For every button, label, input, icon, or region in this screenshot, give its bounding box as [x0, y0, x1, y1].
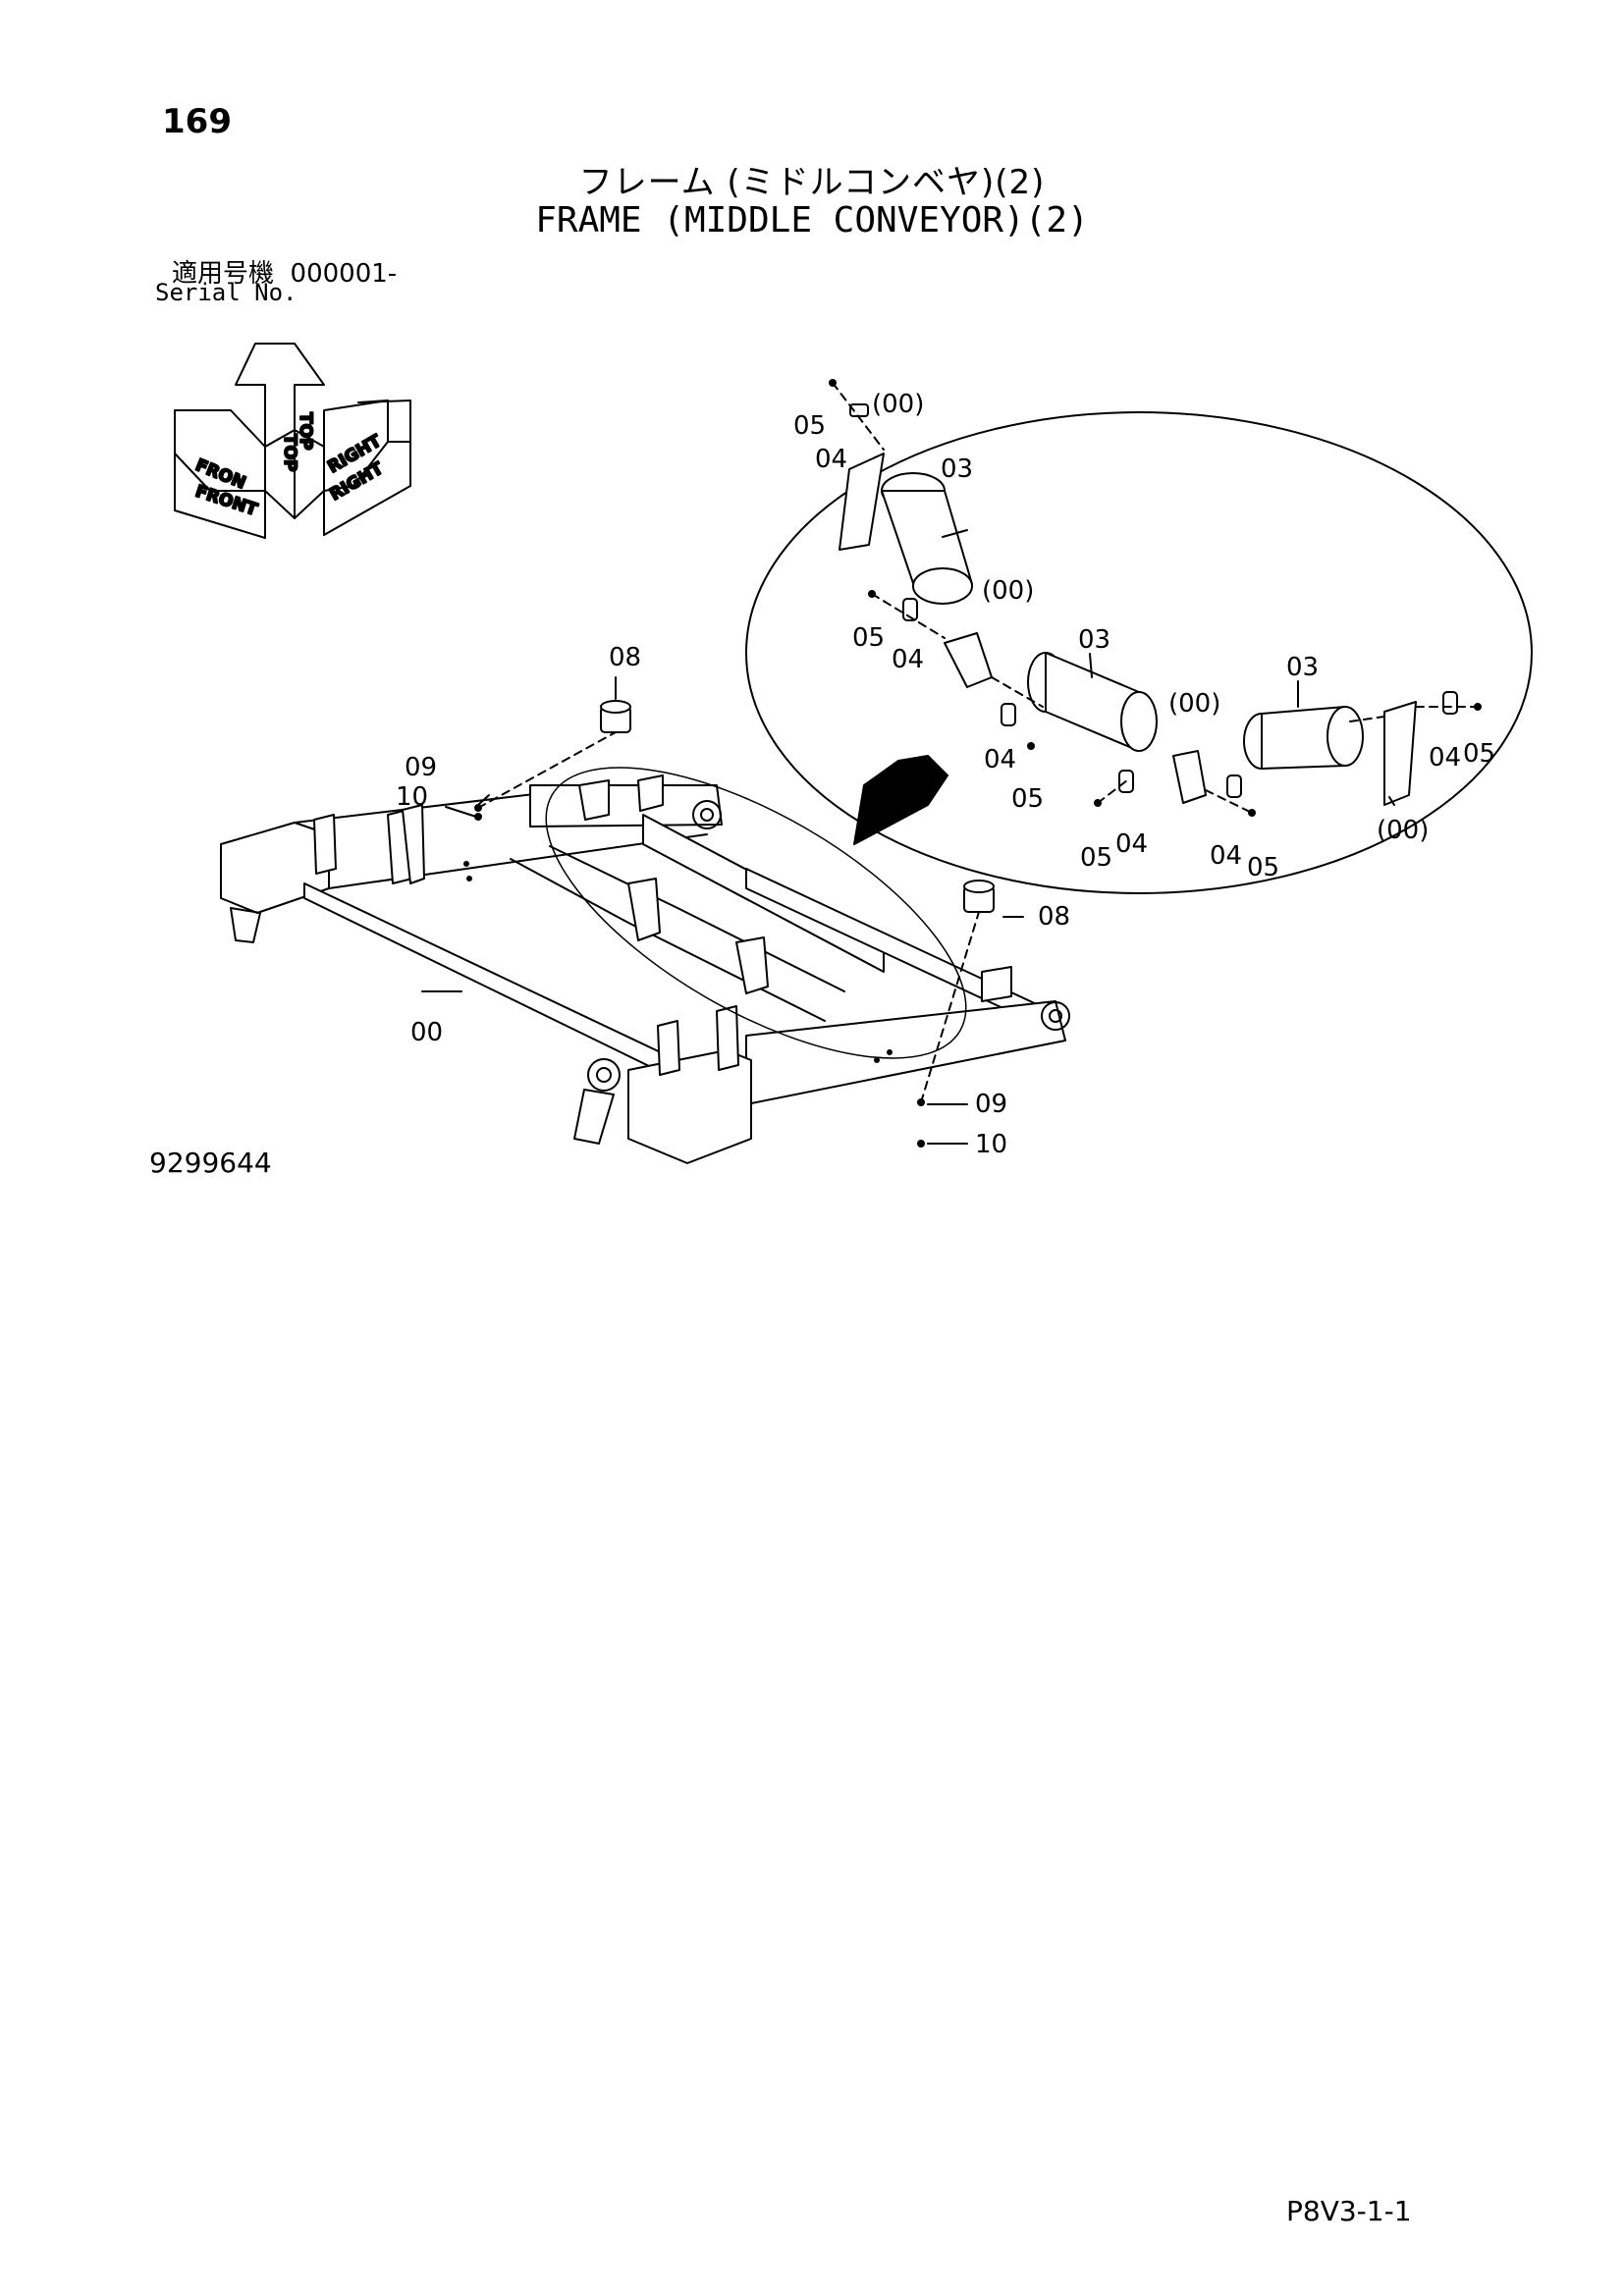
frame-callouts: 00 08 08 09 10 09 10 [396, 643, 1070, 1159]
callout-04-f: 04 [1210, 841, 1242, 871]
page-title: FRAME (MIDDLE CONVEYOR)(2) [535, 200, 1089, 240]
callout-05-a: 05 [793, 411, 826, 441]
callout-08-top: 08 [609, 643, 641, 672]
callout-04-e: 04 [1115, 829, 1148, 859]
serial-number-value: 000001- [290, 259, 398, 289]
callout-04-d: 04 [1429, 743, 1461, 773]
page-title-japanese: フレーム (ミドルコンベヤ)(2) [578, 163, 1046, 202]
callout-05-c: 05 [1011, 784, 1044, 814]
detail-callouts: 05 (00) 04 03 (00) 05 04 03 03 (00) 04 0… [793, 390, 1495, 882]
callout-00-c: (00) [1168, 689, 1220, 719]
callout-00-a: (00) [872, 390, 924, 419]
callout-03-a: 03 [941, 454, 973, 484]
callout-10-bottom: 10 [975, 1130, 1007, 1159]
serial-label: Serial No. [155, 279, 298, 306]
detail-view [745, 379, 1533, 894]
frame-assembly [220, 700, 1070, 1164]
callout-05-d: 05 [1463, 739, 1495, 769]
callout-00-main: 00 [410, 1018, 443, 1047]
callout-03-b: 03 [1078, 625, 1110, 655]
callout-05-b: 05 [852, 623, 885, 653]
callout-04-b: 04 [892, 645, 924, 674]
drawing-number: 9299644 [149, 1147, 272, 1179]
page-code: P8V3-1-1 [1286, 2195, 1412, 2227]
orientation-top-lower-label: TOP [280, 434, 299, 472]
detail-leader-lines [832, 382, 1479, 814]
frame-callout-leaders [421, 676, 1024, 1145]
callout-04-a: 04 [815, 445, 847, 474]
callout-08-right: 08 [1038, 902, 1070, 932]
callout-05-e: 05 [1080, 843, 1112, 873]
callout-00-d: (00) [1377, 816, 1429, 845]
serial-label-jp-text: 適用号機 [172, 259, 275, 289]
serial-label-japanese: 適用号機 000001- [172, 253, 397, 290]
callout-09-bottom: 09 [975, 1090, 1007, 1119]
callout-05-f: 05 [1247, 853, 1279, 882]
detail-callout-leaders [942, 529, 1395, 806]
frame-leader-lines [477, 731, 980, 1103]
orientation-top-label: TOP [296, 412, 315, 451]
callout-00-b: (00) [982, 576, 1034, 606]
callout-03-c: 03 [1286, 653, 1319, 682]
orientation-indicator: FRON FRONT TOP TOP RIGHT RIGHT [174, 343, 411, 539]
callout-04-c: 04 [984, 745, 1016, 774]
page-number: 169 [162, 102, 232, 141]
callout-10-left: 10 [396, 782, 428, 812]
callout-09-left: 09 [405, 753, 437, 782]
